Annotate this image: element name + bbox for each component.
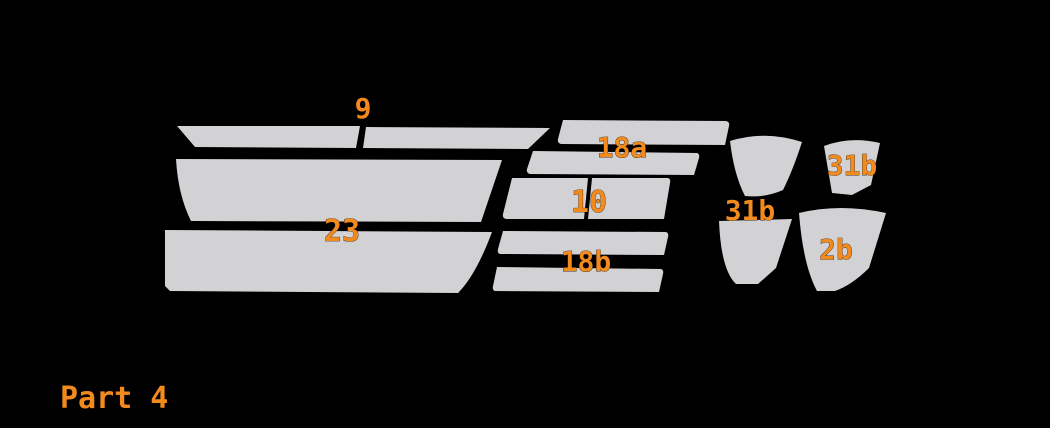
label-piece-31b-center: 31b	[725, 194, 776, 227]
piece-9-left-strip	[177, 126, 360, 148]
piece-18b-upper-strip	[497, 231, 669, 255]
label-piece-31b-right: 31b	[827, 149, 878, 182]
piece-18a-upper-strip	[557, 120, 730, 145]
piece-18b-lower-strip	[492, 267, 664, 292]
piece-31b-right-shape	[824, 140, 880, 195]
piece-10-right-block	[588, 178, 671, 219]
label-piece-18b: 18b	[561, 245, 612, 278]
piece-10-left-block	[502, 178, 588, 219]
label-piece-23: 23	[324, 214, 360, 249]
label-piece-9: 9	[355, 92, 372, 125]
piece-23-lower-panel	[165, 230, 492, 293]
piece-31b-lower-shape	[719, 219, 792, 284]
part-label: Part 4	[60, 381, 168, 416]
piece-2b-shape	[799, 208, 886, 291]
label-piece-10: 10	[571, 185, 607, 220]
label-piece-2b: 2b	[819, 233, 853, 266]
piece-31b-upper-shape	[730, 135, 802, 197]
label-piece-18a: 18a	[597, 131, 648, 164]
piece-18a-lower-strip	[526, 151, 700, 175]
piece-23-upper-panel	[176, 159, 502, 222]
piece-9-right-strip	[363, 127, 550, 149]
